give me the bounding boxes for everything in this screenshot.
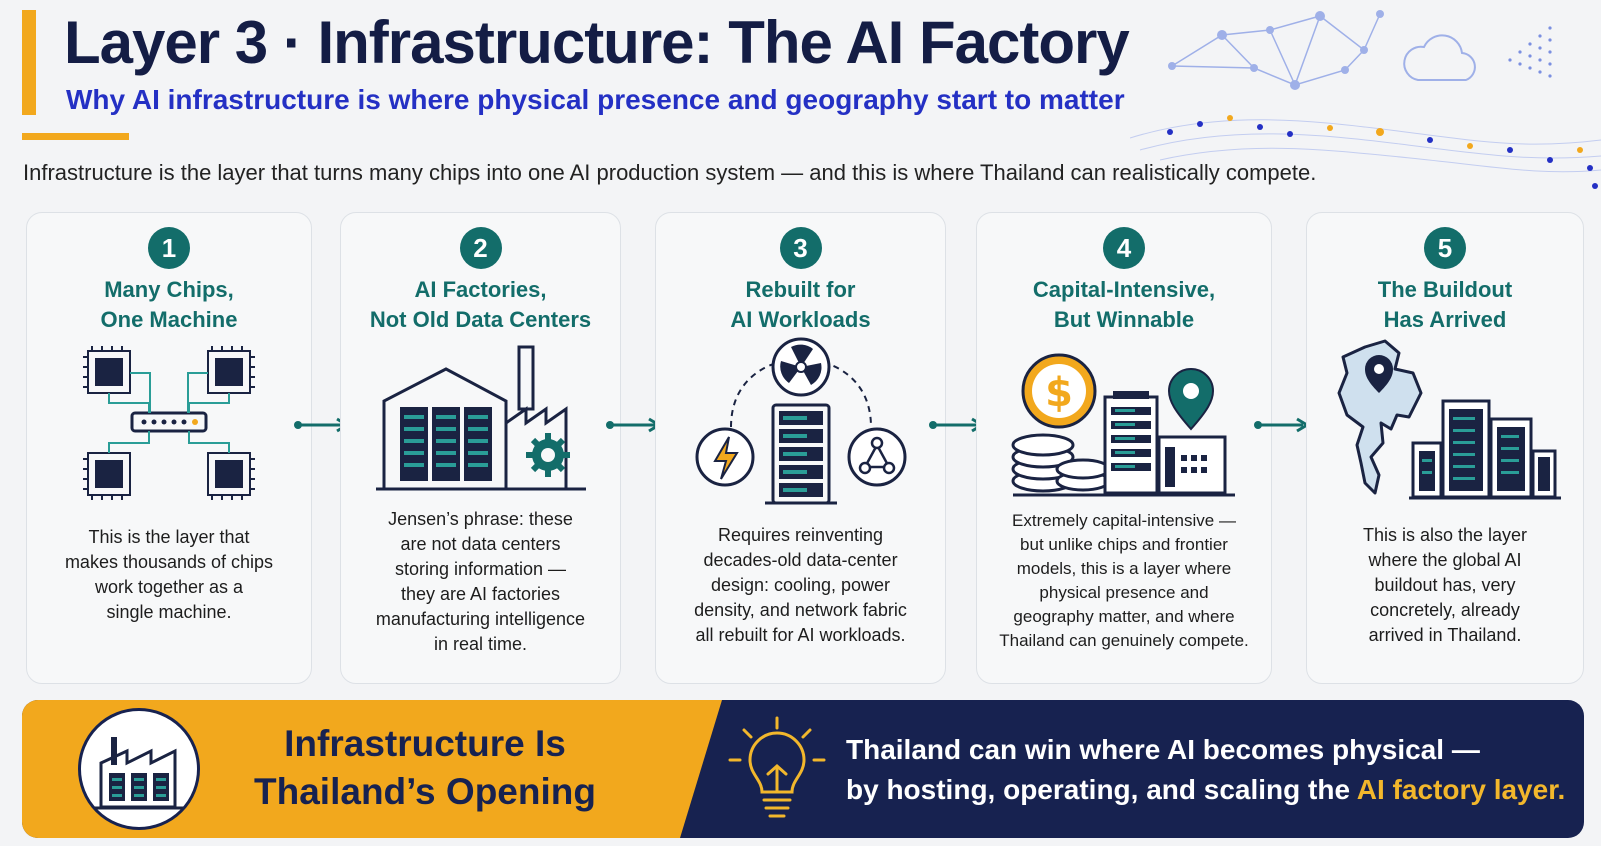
step-title: Many Chips, One Machine (100, 277, 238, 332)
network-decoration-icon (1130, 10, 1601, 189)
step-card-1: 1 Many Chips, One Machine This is the la… (26, 212, 312, 684)
step-number-badge: 4 (1103, 227, 1145, 269)
title-accent-bar (22, 10, 36, 115)
lightbulb-icon (728, 716, 826, 818)
banner-message-line-2: by hosting, operating, and scaling the A… (846, 770, 1565, 810)
step-title: Capital-Intensive, But Winnable (1032, 277, 1216, 332)
step-description: This is the layer that makes thousands o… (64, 527, 274, 622)
banner-message-line-1: Thailand can win where AI becomes physic… (846, 734, 1480, 765)
step-title: The Buildout Has Arrived (1377, 277, 1513, 332)
step-description: Extremely capital-intensive — but unlike… (999, 511, 1249, 650)
step-number-badge: 3 (779, 227, 822, 269)
step-number-badge: 5 (1424, 227, 1466, 269)
step-number-badge: 1 (148, 227, 190, 269)
banner-message: Thailand can win where AI becomes physic… (846, 730, 1565, 810)
step-description: This is also the layer where the global … (1362, 525, 1528, 645)
banner-message-highlight: AI factory layer. (1356, 774, 1566, 805)
chip-network-icon (83, 346, 255, 500)
capital-buildings-icon: $ (1011, 353, 1235, 497)
banner-heading: Infrastructure Is Thailand’s Opening (254, 723, 596, 812)
step-description: Jensen’s phrase: these are not data cent… (375, 509, 586, 654)
step-description: Requires reinventing decades-old data-ce… (694, 525, 907, 645)
step-card-3: 3 Rebuilt for AI Workloads Requires rein… (655, 212, 946, 684)
step-title: AI Factories, Not Old Data Centers (369, 277, 592, 332)
factory-icon (95, 737, 183, 810)
page-title: Layer 3 · Infrastructure: The AI Factory (64, 9, 1130, 76)
banner-message-prefix: by hosting, operating, and scaling the (846, 774, 1357, 805)
thailand-map-icon (1337, 339, 1561, 500)
conclusion-banner: Infrastructure Is Thailand’s Opening Tha… (22, 700, 1584, 838)
step-title: Rebuilt for AI Workloads (730, 277, 871, 332)
flow-arrow-icon (1254, 417, 1310, 433)
title-underline (22, 133, 129, 140)
intro-text: Infrastructure is the layer that turns m… (23, 160, 1317, 185)
factory-badge (78, 708, 200, 830)
step-number-badge: 2 (459, 227, 502, 269)
step-card-4: 4 Capital-Intensive, But Winnable $ Extr… (976, 212, 1272, 684)
step-card-2: 2 AI Factories, Not Old Data Centers Jen… (340, 212, 621, 684)
server-rack-cycle-icon (695, 337, 906, 505)
svg-text:$: $ (1045, 370, 1073, 416)
page-subtitle: Why AI infrastructure is where physical … (66, 84, 1125, 115)
ai-factory-icon (375, 345, 586, 491)
step-card-5: 5 The Buildout Has Arrived This is also … (1306, 212, 1584, 684)
